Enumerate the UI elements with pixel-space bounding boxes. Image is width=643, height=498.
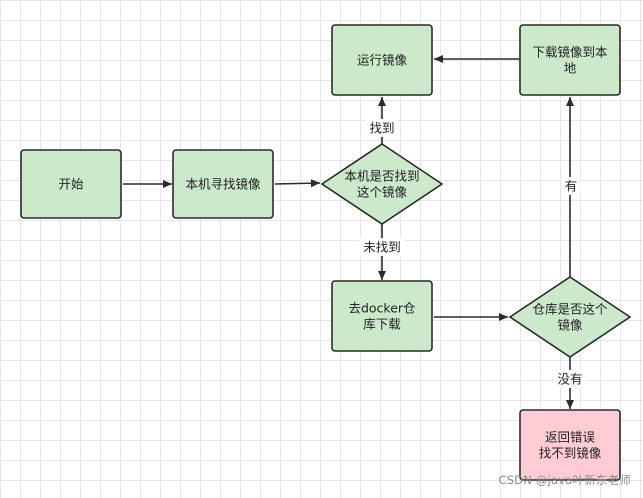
edge-label-background bbox=[366, 119, 398, 137]
process-box bbox=[331, 24, 433, 96]
process-box bbox=[331, 280, 433, 352]
process-box bbox=[20, 149, 122, 219]
edge-label-exists-to-download: 有 bbox=[561, 177, 581, 195]
node-local[interactable]: 本机寻找镜像 bbox=[172, 149, 274, 219]
decision-diamond bbox=[508, 276, 632, 358]
node-label-line: 这个镜像 bbox=[357, 185, 408, 200]
node-label-line: 运行镜像 bbox=[357, 53, 408, 68]
process-box bbox=[519, 24, 621, 96]
node-label-line: 找不到镜像 bbox=[539, 446, 602, 461]
decision-diamond bbox=[320, 143, 444, 225]
edge-label-text: 未找到 bbox=[363, 240, 401, 255]
edge-label-exists-to-error: 没有 bbox=[554, 370, 586, 388]
node-label-line: 开始 bbox=[58, 177, 84, 192]
node-label-line: 去docker仓 bbox=[348, 301, 416, 316]
node-label-line: 地 bbox=[564, 61, 577, 76]
edge-label-background bbox=[561, 177, 581, 195]
edge-local-to-found bbox=[274, 179, 321, 188]
edge-label-found-to-run: 找到 bbox=[366, 119, 398, 137]
edge-label-text: 找到 bbox=[369, 121, 394, 136]
watermark: CSDN @java叶新东老师 bbox=[498, 473, 631, 487]
node-label-line: 仓库是否这个 bbox=[532, 302, 608, 317]
node-label-line: 本机寻找镜像 bbox=[185, 177, 261, 192]
edge-label-text: 有 bbox=[565, 179, 578, 194]
node-label-line: 返回错误 bbox=[545, 430, 596, 445]
node-label-line: 镜像 bbox=[557, 318, 583, 333]
node-label-line: 库下载 bbox=[363, 317, 401, 332]
node-label-line: 下载镜像到本 bbox=[532, 45, 608, 60]
edge-label-background bbox=[359, 238, 405, 256]
node-start[interactable]: 开始 bbox=[20, 149, 122, 219]
edges-layer bbox=[123, 55, 574, 409]
edge-label-text: 没有 bbox=[557, 372, 582, 387]
edge-label-background bbox=[554, 370, 586, 388]
error-box bbox=[519, 409, 621, 481]
edge-label-found-to-docker: 未找到 bbox=[359, 238, 405, 256]
node-label-line: 本机是否找到 bbox=[344, 169, 419, 184]
process-box bbox=[172, 149, 274, 219]
node-run[interactable]: 运行镜像 bbox=[331, 24, 433, 96]
